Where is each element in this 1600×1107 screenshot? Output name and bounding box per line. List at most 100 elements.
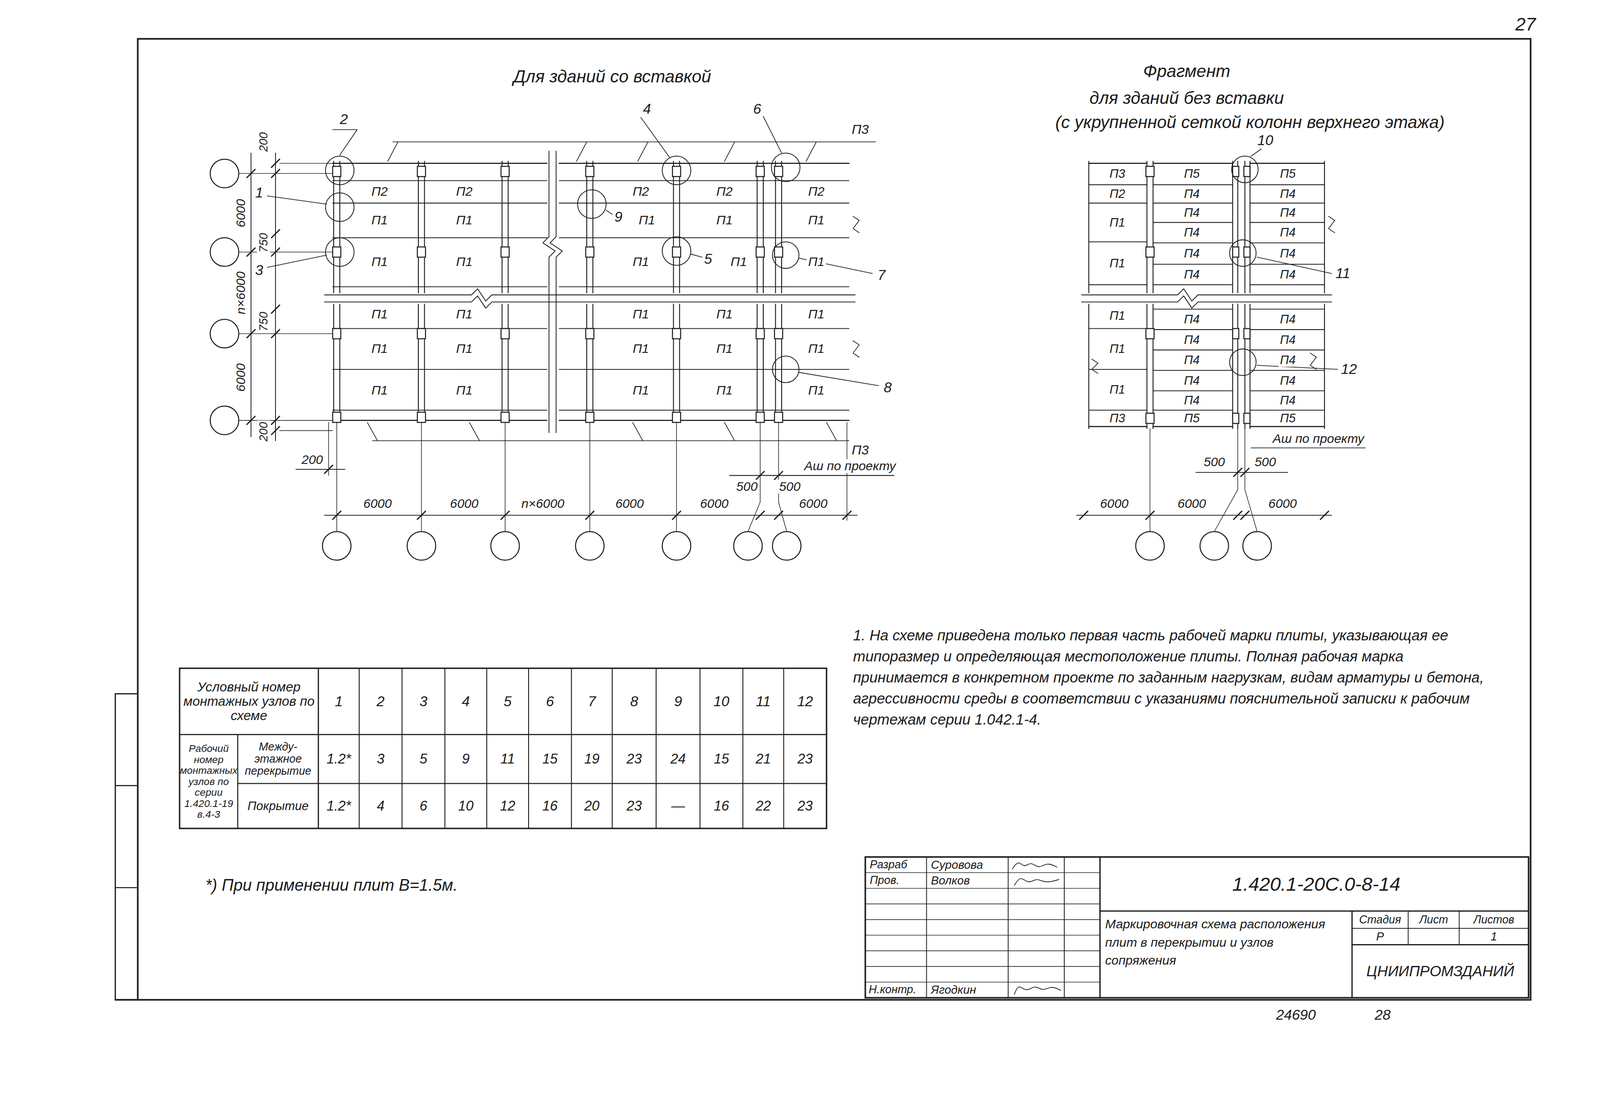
slab-mark: П4	[1182, 393, 1201, 408]
dimension-line	[275, 153, 276, 441]
column-section	[332, 246, 341, 258]
girder-line	[756, 161, 758, 293]
girder-line	[1249, 304, 1251, 429]
leader-line	[367, 422, 378, 441]
table-cell: 23	[795, 798, 814, 814]
leader-line	[1251, 149, 1262, 157]
slab-mark: П4	[1182, 353, 1201, 367]
slab-joint	[332, 419, 547, 422]
slab-joint	[332, 162, 547, 164]
title-block-text: Ягодкин	[929, 983, 978, 997]
column-section	[1145, 328, 1154, 340]
axis-line	[238, 251, 333, 253]
dimension: 6000	[361, 497, 393, 512]
slab-joint	[1088, 184, 1148, 186]
table-cell: —	[669, 798, 687, 814]
slab-joint	[559, 180, 849, 181]
slab-mark: П2	[714, 184, 734, 199]
slab-mark: П2	[369, 184, 389, 199]
callout-number: 3	[253, 262, 265, 279]
table-cell: 11	[498, 751, 517, 767]
sheet-frame	[137, 38, 1532, 1001]
slab-mark: П4	[1278, 267, 1297, 282]
callout-circle	[325, 156, 355, 185]
column-section	[756, 412, 765, 423]
axis-bubble	[210, 319, 239, 349]
table-cell: 6	[418, 798, 429, 814]
slab-mark: П4	[1182, 333, 1201, 347]
girder-line	[1152, 304, 1154, 429]
dimension-tick	[271, 416, 280, 425]
title-block-rule	[1099, 857, 1101, 998]
title-block-rule	[865, 935, 1101, 936]
break-mark	[1328, 216, 1335, 233]
slab-mark: П4	[1278, 393, 1297, 408]
title-block-text: Листов	[1471, 913, 1516, 927]
girder-line	[1244, 304, 1246, 429]
callout-circle	[662, 156, 691, 185]
slab-mark: П1	[806, 213, 826, 228]
table-cell: 1	[333, 694, 345, 710]
table-cell: 21	[754, 751, 773, 767]
title-block-rule	[1458, 911, 1460, 945]
girder-line	[1152, 161, 1154, 293]
table-cell: 23	[795, 751, 814, 767]
column-section	[332, 412, 341, 423]
table-cell: 4	[375, 798, 386, 814]
girder-line	[424, 161, 426, 293]
table-rule	[486, 668, 488, 829]
slab-mark: П5	[1278, 411, 1297, 426]
dimension-tick	[246, 248, 255, 257]
slab-joint	[1152, 284, 1233, 286]
slab-mark: П5	[1182, 167, 1201, 181]
slab-mark: П4	[1182, 312, 1201, 327]
dimension-line	[1076, 515, 1332, 517]
title-block-rule	[865, 966, 1101, 968]
column-section	[1243, 413, 1251, 424]
extension-line	[328, 422, 329, 476]
title-block-rule	[865, 919, 1101, 921]
dimension: 6000	[1176, 497, 1208, 512]
column-section	[501, 412, 510, 423]
callout-circle	[1231, 156, 1259, 183]
dimension-tick	[1233, 511, 1242, 520]
column-section	[774, 328, 783, 340]
slab-joint	[332, 328, 547, 330]
slab-mark: П1	[631, 307, 650, 322]
footnote: *) При применении плит В=1.5м.	[204, 876, 460, 895]
column-section	[1145, 246, 1154, 258]
title-block-text: 1	[1489, 930, 1499, 944]
slab-joint	[559, 286, 849, 288]
table-header: Условный номер монтажных узлов по схеме	[179, 668, 319, 735]
break-mark	[1092, 359, 1099, 374]
girder-line	[1244, 161, 1246, 293]
leader-line	[387, 141, 399, 162]
dimension: 750	[256, 231, 270, 254]
callout-number: 5	[702, 251, 714, 267]
slab-mark: П4	[1182, 225, 1201, 240]
leader-line	[267, 255, 327, 268]
slab-mark: П4	[1182, 374, 1201, 388]
break-mark	[852, 216, 860, 233]
callout-number: 7	[876, 267, 887, 284]
binding-strip	[115, 785, 138, 787]
girder-line	[501, 304, 503, 423]
dimension-tick	[843, 511, 852, 520]
column-section	[672, 166, 681, 177]
slab-mark: П1	[806, 307, 826, 322]
table-cell: 9	[460, 751, 471, 767]
column-section	[585, 166, 594, 177]
callout-number: 9	[613, 209, 624, 226]
slab-joint	[1250, 184, 1325, 186]
slab-joint	[1152, 202, 1233, 204]
girder-line	[592, 304, 594, 423]
title-block-rule	[1407, 911, 1409, 945]
dimension-tick	[246, 329, 255, 338]
column-section	[585, 246, 594, 258]
title-block-rule	[1063, 857, 1065, 998]
table-header: Между- этажное перекрытие	[237, 734, 319, 784]
callout-circle	[577, 189, 607, 219]
column-section	[756, 246, 765, 258]
title-block-rule	[1351, 944, 1529, 946]
slab-mark: П1	[714, 341, 734, 356]
